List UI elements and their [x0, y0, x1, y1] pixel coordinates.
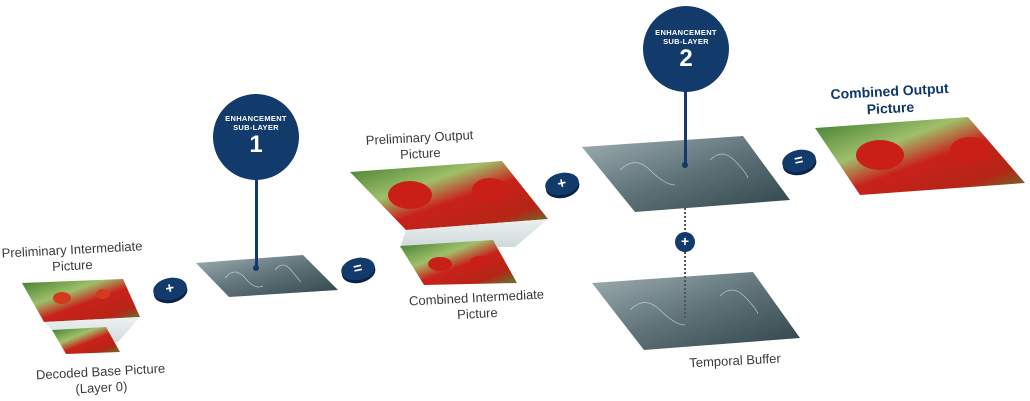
- combined-output-picture: [815, 117, 1025, 195]
- badge-2-title-line1: ENHANCEMENT: [655, 28, 717, 37]
- decoded-base-picture: [52, 327, 120, 354]
- badge-2-title-line2: SUB-LAYER: [663, 37, 709, 46]
- badge-2-number: 2: [679, 45, 693, 72]
- enhancement-sublayer-2-badge: ENHANCEMENT SUB-LAYER 2: [643, 6, 729, 92]
- badge-2-stem: [684, 90, 687, 165]
- badge-1-title-line1: ENHANCEMENT: [225, 114, 287, 123]
- temporal-connector-line: [684, 208, 686, 318]
- preliminary-intermediate-stack: [22, 279, 140, 354]
- temporal-buffer-plane: [592, 272, 800, 350]
- badge-1-anchor-dot: [253, 265, 259, 271]
- residual-plane-1: [196, 255, 338, 297]
- plus-operator-temporal: +: [675, 232, 695, 252]
- preliminary-intermediate-picture: [22, 279, 140, 322]
- label-combined-output: Combined Output Picture: [829, 80, 951, 120]
- preliminary-output-picture: [350, 161, 548, 230]
- label-preliminary-output: Preliminary Output Picture: [359, 127, 481, 165]
- combined-intermediate-picture: [400, 240, 517, 285]
- label-decoded-base: Decoded Base Picture (Layer 0): [35, 361, 166, 400]
- badge-1-stem: [255, 178, 258, 268]
- badge-2-anchor-dot: [682, 162, 688, 168]
- enhancement-sublayer-1-badge: ENHANCEMENT SUB-LAYER 1: [213, 94, 299, 180]
- badge-1-number: 1: [249, 131, 263, 158]
- residual-plane-2: [582, 136, 790, 212]
- badge-1-title-line2: SUB-LAYER: [233, 123, 279, 132]
- preliminary-output-stack: [350, 161, 548, 285]
